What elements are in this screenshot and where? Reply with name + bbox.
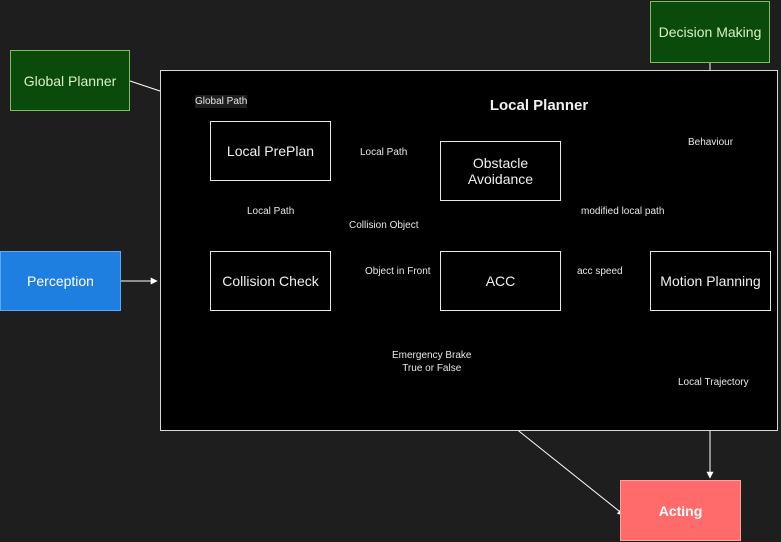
collision-check-node[interactable]: Collision Check bbox=[210, 251, 331, 311]
edge-label-collision-object: Collision Object bbox=[349, 219, 419, 232]
edge-label-emergency-brake-line2: True or False bbox=[402, 363, 462, 374]
edge-label-emergency-brake-line1: Emergency Brake bbox=[392, 350, 472, 361]
motion-planning-node[interactable]: Motion Planning bbox=[650, 251, 771, 311]
local-preplan-node[interactable]: Local PrePlan bbox=[210, 121, 331, 181]
edge-label-object-in-front: Object in Front bbox=[365, 265, 431, 278]
edge-label-local-path-vertical: Local Path bbox=[247, 205, 295, 218]
edge-label-behaviour: Behaviour bbox=[688, 136, 734, 149]
edge-label-local-trajectory: Local Trajectory bbox=[678, 376, 749, 389]
edge-label-global-path: Global Path bbox=[195, 95, 248, 108]
perception-node[interactable]: Perception bbox=[0, 251, 121, 311]
acting-node[interactable]: Acting bbox=[620, 480, 741, 541]
edge-label-acc-speed: acc speed bbox=[577, 265, 623, 278]
acc-node[interactable]: ACC bbox=[440, 251, 561, 311]
edge-label-modified-local-path: modified local path bbox=[581, 205, 665, 218]
decision-making-node[interactable]: Decision Making bbox=[650, 1, 770, 63]
global-planner-node[interactable]: Global Planner bbox=[10, 50, 130, 111]
edge-label-local-path-horizontal: Local Path bbox=[360, 146, 408, 159]
obstacle-avoidance-node[interactable]: Obstacle Avoidance bbox=[440, 141, 561, 201]
edge-label-emergency-brake: Emergency Brake True or False bbox=[392, 349, 472, 375]
local-planner-title: Local Planner bbox=[489, 97, 589, 114]
